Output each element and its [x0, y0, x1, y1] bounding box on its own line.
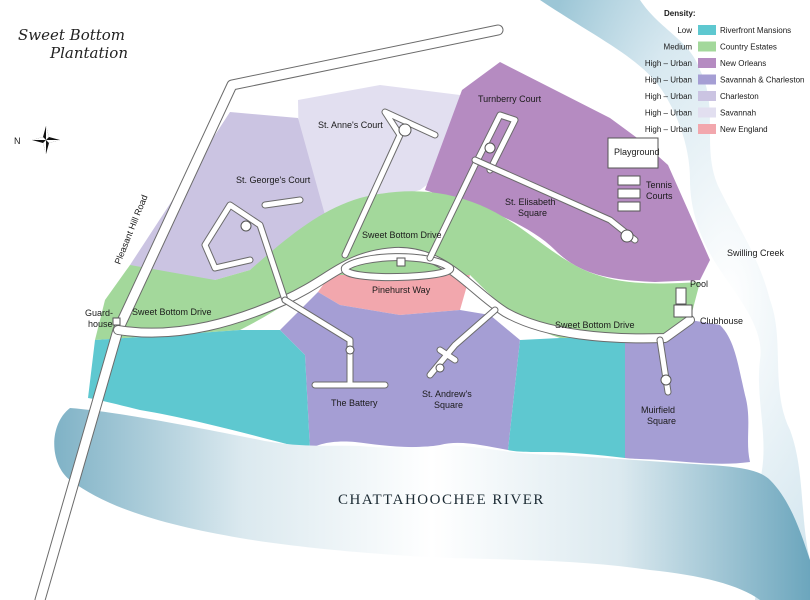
- label-st-elisabeth-2: Square: [518, 208, 547, 218]
- legend-swatch: [698, 74, 716, 85]
- north-label: N: [14, 136, 21, 146]
- label-courts: Courts: [646, 191, 673, 201]
- features: [112, 123, 693, 386]
- label-playground: Playground: [614, 147, 660, 157]
- legend-swatch: [698, 58, 716, 68]
- legend-density: Low: [677, 26, 692, 35]
- label-guardhouse-2: house: [88, 319, 113, 329]
- clubhouse-box: [673, 304, 693, 318]
- zone-sav-charleston-right: [625, 320, 750, 464]
- label-muirfield-2: Square: [647, 416, 676, 426]
- legend-density: High – Urban: [645, 92, 692, 101]
- label-st-andrews: St. Andrew's: [422, 389, 472, 399]
- label-turnberry: Turnberry Court: [478, 94, 542, 104]
- legend-density: High – Urban: [645, 109, 692, 118]
- label-tennis: Tennis: [646, 180, 673, 190]
- roads: [113, 108, 695, 396]
- label-pool: Pool: [690, 279, 708, 289]
- label-guardhouse-1: Guard-: [85, 308, 113, 318]
- zone-riverfront-middle: [508, 338, 625, 458]
- legend-name: Savannah & Charleston: [720, 76, 805, 85]
- label-sbd-top: Sweet Bottom Drive: [362, 230, 442, 240]
- zone-new-england: [318, 275, 470, 315]
- pool-box: [675, 287, 687, 305]
- tennis-court-1: [617, 175, 641, 186]
- legend-swatch: [698, 41, 716, 52]
- label-clubhouse: Clubhouse: [700, 316, 743, 326]
- label-the-battery: The Battery: [331, 398, 378, 408]
- label-st-elisabeth: St. Elisabeth: [505, 197, 556, 207]
- zone-riverfront-left: [88, 330, 310, 450]
- label-st-andrews-2: Square: [434, 400, 463, 410]
- legend-name: New England: [720, 125, 768, 134]
- legend-name: Country Estates: [720, 43, 777, 52]
- title-line2: Plantation: [49, 44, 128, 62]
- label-st-georges: St. George's Court: [236, 175, 311, 185]
- legend-density: Medium: [664, 43, 693, 52]
- label-sbd-left: Sweet Bottom Drive: [132, 307, 212, 317]
- playground-box: [607, 137, 659, 169]
- title-line1: Sweet Bottom: [18, 26, 125, 44]
- zone-charleston: [130, 112, 325, 280]
- legend-heading: Density:: [664, 9, 696, 18]
- zones: [88, 62, 750, 464]
- legend-name: Charleston: [720, 92, 759, 101]
- label-pinehurst: Pinehurst Way: [372, 285, 431, 295]
- chattahoochee-river: [54, 408, 810, 600]
- legend-name: Savannah: [720, 109, 756, 118]
- label-st-annes: St. Anne's Court: [318, 120, 383, 130]
- label-river: CHATTAHOOCHEE RIVER: [338, 492, 545, 508]
- legend-density: High – Urban: [645, 76, 692, 85]
- guardhouse-box: [112, 317, 121, 326]
- north-arrow-icon: [32, 126, 60, 154]
- tennis-court-3: [617, 201, 641, 212]
- label-swilling-creek: Swilling Creek: [727, 248, 785, 258]
- legend-density: High – Urban: [645, 59, 692, 68]
- legend-swatch: [698, 91, 716, 101]
- legend-swatch: [698, 107, 716, 118]
- legend-swatch: [698, 25, 716, 35]
- legend-swatch: [698, 124, 716, 134]
- legend-name: Riverfront Mansions: [720, 26, 791, 35]
- legend-name: New Orleans: [720, 59, 766, 68]
- label-muirfield: Muirfield: [641, 405, 675, 415]
- legend-density: High – Urban: [645, 125, 692, 134]
- label-sbd-right: Sweet Bottom Drive: [555, 320, 635, 330]
- zone-savannah: [298, 85, 460, 220]
- tennis-court-2: [617, 188, 641, 199]
